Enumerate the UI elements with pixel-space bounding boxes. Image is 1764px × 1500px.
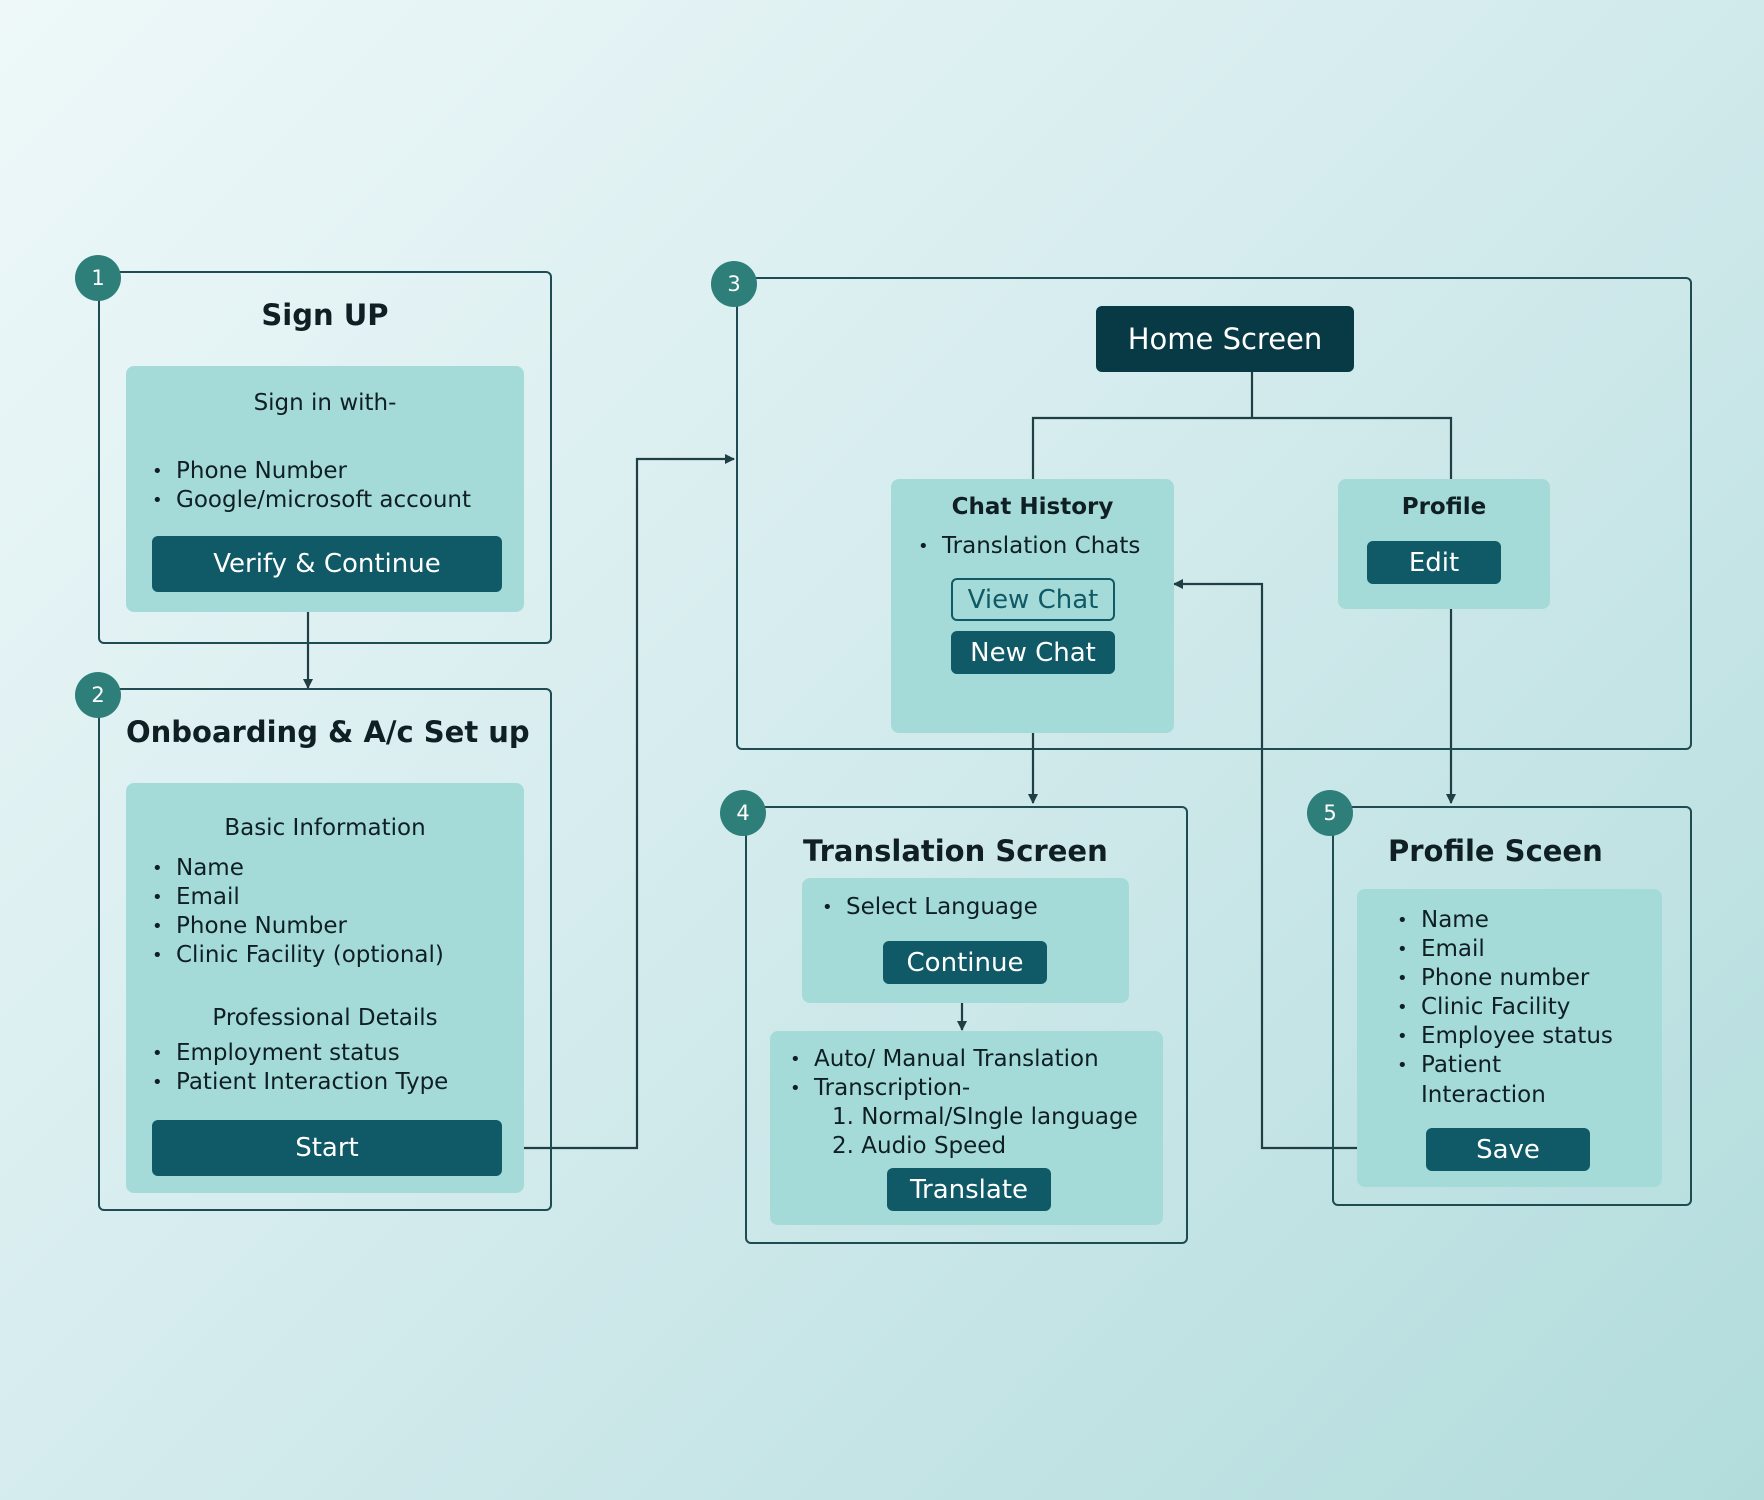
list-item: 1. Normal/SIngle language — [832, 1104, 1138, 1130]
profile-field-continuation: Interaction — [1421, 1082, 1546, 1108]
home-section — [736, 277, 1692, 750]
translation-section — [745, 806, 1188, 1244]
chat-history-list: Translation Chats — [918, 532, 1140, 561]
translate-button[interactable]: Translate — [887, 1168, 1051, 1211]
chat-history-panel — [891, 479, 1174, 733]
verify-continue-button[interactable]: Verify & Continue — [152, 536, 502, 592]
new-chat-button[interactable]: New Chat — [951, 631, 1115, 674]
profile-screen-title: Profile Sceen — [1388, 834, 1603, 868]
list-item: Patient — [1397, 1051, 1613, 1080]
basic-information-list: Name Email Phone Number Clinic Facility … — [152, 854, 444, 970]
home-screen-title[interactable]: Home Screen — [1096, 306, 1354, 372]
step-badge-3: 3 — [711, 261, 757, 307]
arrow-onboarding-to-home — [502, 454, 735, 1150]
signup-title: Sign UP — [261, 298, 389, 332]
list-item: Email — [152, 883, 444, 912]
profile-fields-list: Name Email Phone number Clinic Facility … — [1397, 906, 1613, 1080]
line-home-to-branches — [1031, 372, 1453, 479]
start-button[interactable]: Start — [152, 1120, 502, 1176]
list-item: Patient Interaction Type — [152, 1068, 448, 1097]
list-item: 2. Audio Speed — [832, 1133, 1007, 1159]
list-item: Employment status — [152, 1039, 448, 1068]
step-badge-4: 4 — [720, 790, 766, 836]
arrow-save-to-chat-history — [1173, 579, 1426, 1150]
list-item: Clinic Facility (optional) — [152, 941, 444, 970]
basic-information-heading: Basic Information — [224, 815, 426, 841]
list-item: Name — [1397, 906, 1613, 935]
onboarding-section — [98, 688, 552, 1211]
professional-details-list: Employment status Patient Interaction Ty… — [152, 1039, 448, 1097]
translation-options-list: Auto/ Manual Translation Transcription- — [790, 1045, 1099, 1103]
signup-options-list: Phone Number Google/microsoft account — [152, 457, 471, 515]
list-item: Clinic Facility — [1397, 993, 1613, 1022]
view-chat-button[interactable]: View Chat — [951, 578, 1115, 621]
professional-details-heading: Professional Details — [212, 1005, 438, 1031]
signup-subtitle: Sign in with- — [253, 390, 397, 416]
transcription-sub-list: 1. Normal/SIngle language 2. Audio Speed — [832, 1103, 1138, 1161]
list-item: Translation Chats — [918, 532, 1140, 561]
profile-screen-section — [1332, 806, 1692, 1206]
list-item: Google/microsoft account — [152, 486, 471, 515]
signup-section — [98, 271, 552, 644]
step-badge-2: 2 — [75, 672, 121, 718]
list-item: Name — [152, 854, 444, 883]
language-select-list: Select Language — [822, 893, 1038, 922]
step-badge-5: 5 — [1307, 790, 1353, 836]
list-item: Email — [1397, 935, 1613, 964]
edit-button[interactable]: Edit — [1367, 541, 1501, 584]
step-badge-1: 1 — [75, 255, 121, 301]
list-item: Phone number — [1397, 964, 1613, 993]
chat-history-heading: Chat History — [951, 494, 1114, 520]
list-item: Auto/ Manual Translation — [790, 1045, 1099, 1074]
save-button[interactable]: Save — [1426, 1128, 1590, 1171]
list-item: Phone Number — [152, 457, 471, 486]
list-item: Select Language — [822, 893, 1038, 922]
list-item: Employee status — [1397, 1022, 1613, 1051]
continue-button[interactable]: Continue — [883, 941, 1047, 984]
onboarding-title: Onboarding & A/c Set up — [126, 715, 530, 749]
list-item: Transcription- — [790, 1074, 1099, 1103]
list-item: Phone Number — [152, 912, 444, 941]
translation-title: Translation Screen — [803, 834, 1108, 868]
profile-heading: Profile — [1401, 494, 1487, 520]
